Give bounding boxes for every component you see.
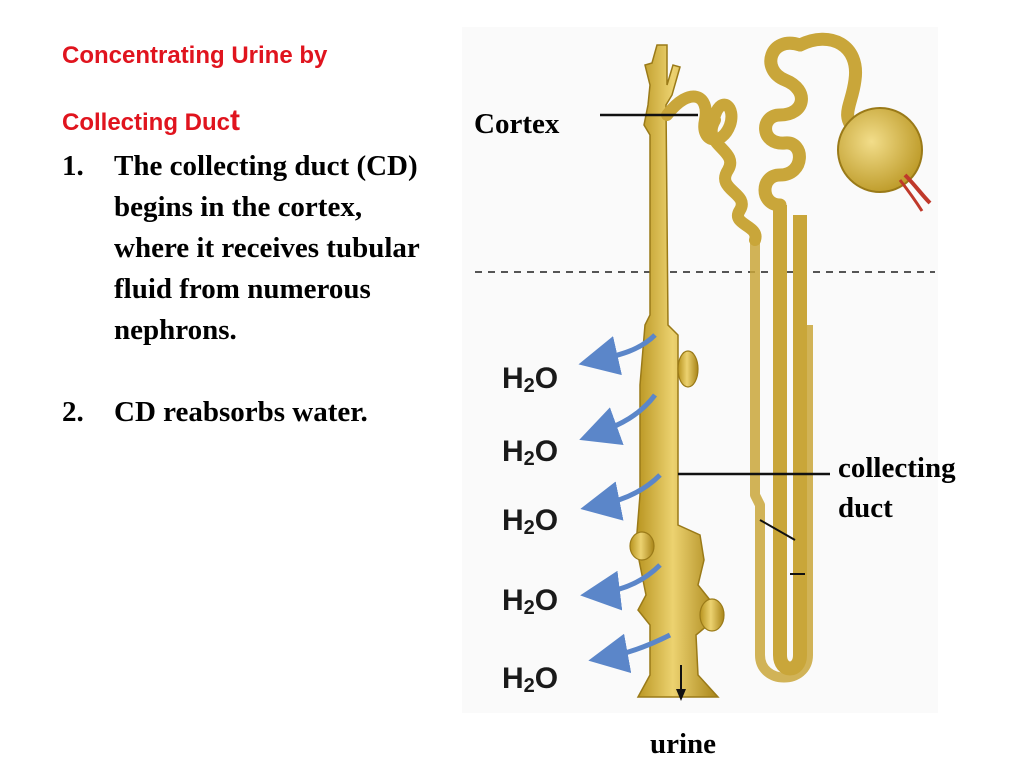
h2o-h: H xyxy=(502,435,524,468)
water-arrow xyxy=(579,393,657,445)
h2o-subscript: 2 xyxy=(523,517,535,539)
point-number: 1. xyxy=(62,150,84,182)
urine-flow-arrowhead xyxy=(676,689,686,701)
h2o-o: O xyxy=(534,435,559,468)
water-label: H2O xyxy=(502,584,559,619)
numbered-points: 1. The collecting duct (CD) begins in th… xyxy=(62,146,442,433)
water-label: H2O xyxy=(502,662,559,697)
efferent-arteriole xyxy=(898,179,924,212)
water-arrow xyxy=(580,563,662,611)
bowmans-capsule xyxy=(837,107,923,193)
loop-of-henle-ascending xyxy=(750,240,813,683)
point-1: 1. The collecting duct (CD) begins in th… xyxy=(62,146,442,351)
water-label: H2O xyxy=(502,504,559,539)
duct-branch xyxy=(677,350,699,388)
water-arrow xyxy=(588,632,672,674)
water-label: H2O xyxy=(502,362,559,397)
slide-title-line-1: Concentrating Urine by xyxy=(62,42,328,69)
collecting-duct-label: collecting duct xyxy=(838,452,956,524)
slide-title-line-2: Collecting Duct xyxy=(62,106,422,136)
duct-branch xyxy=(629,531,655,561)
h2o-o: O xyxy=(534,504,559,537)
h2o-subscript: 2 xyxy=(523,675,535,697)
proximal-tubule-loop xyxy=(793,32,863,137)
pointer-tick xyxy=(759,519,796,541)
point-text: The collecting duct (CD) begins in the c… xyxy=(114,150,420,346)
duct-branch xyxy=(699,598,725,632)
loop-of-henle-descending xyxy=(773,205,807,676)
water-label: H2O xyxy=(502,435,559,470)
h2o-o: O xyxy=(534,584,559,617)
point-2: 2. CD reabsorbs water. xyxy=(62,392,442,433)
water-arrow xyxy=(578,333,657,376)
cortex-label: Cortex xyxy=(474,108,560,140)
h2o-h: H xyxy=(502,662,524,695)
title-line-2-last-letter: t xyxy=(230,104,241,137)
h2o-o: O xyxy=(534,662,559,695)
h2o-subscript: 2 xyxy=(523,597,535,619)
title-line-2-text: Collecting Duc xyxy=(62,109,231,136)
h2o-o: O xyxy=(534,362,559,395)
h2o-subscript: 2 xyxy=(523,448,535,470)
water-arrow xyxy=(580,473,662,521)
h2o-h: H xyxy=(502,584,524,617)
distal-convoluted-tubule xyxy=(705,114,762,246)
point-number: 2. xyxy=(62,396,84,428)
proximal-convoluted-tubule xyxy=(758,36,808,212)
urine-label: urine xyxy=(650,728,717,760)
collecting-duct-tube xyxy=(635,44,720,698)
point-text: CD reabsorbs water. xyxy=(114,396,368,428)
nephron-diagram xyxy=(462,27,938,713)
h2o-h: H xyxy=(502,504,524,537)
h2o-h: H xyxy=(502,362,524,395)
h2o-subscript: 2 xyxy=(523,375,535,397)
afferent-arteriole xyxy=(903,173,932,205)
